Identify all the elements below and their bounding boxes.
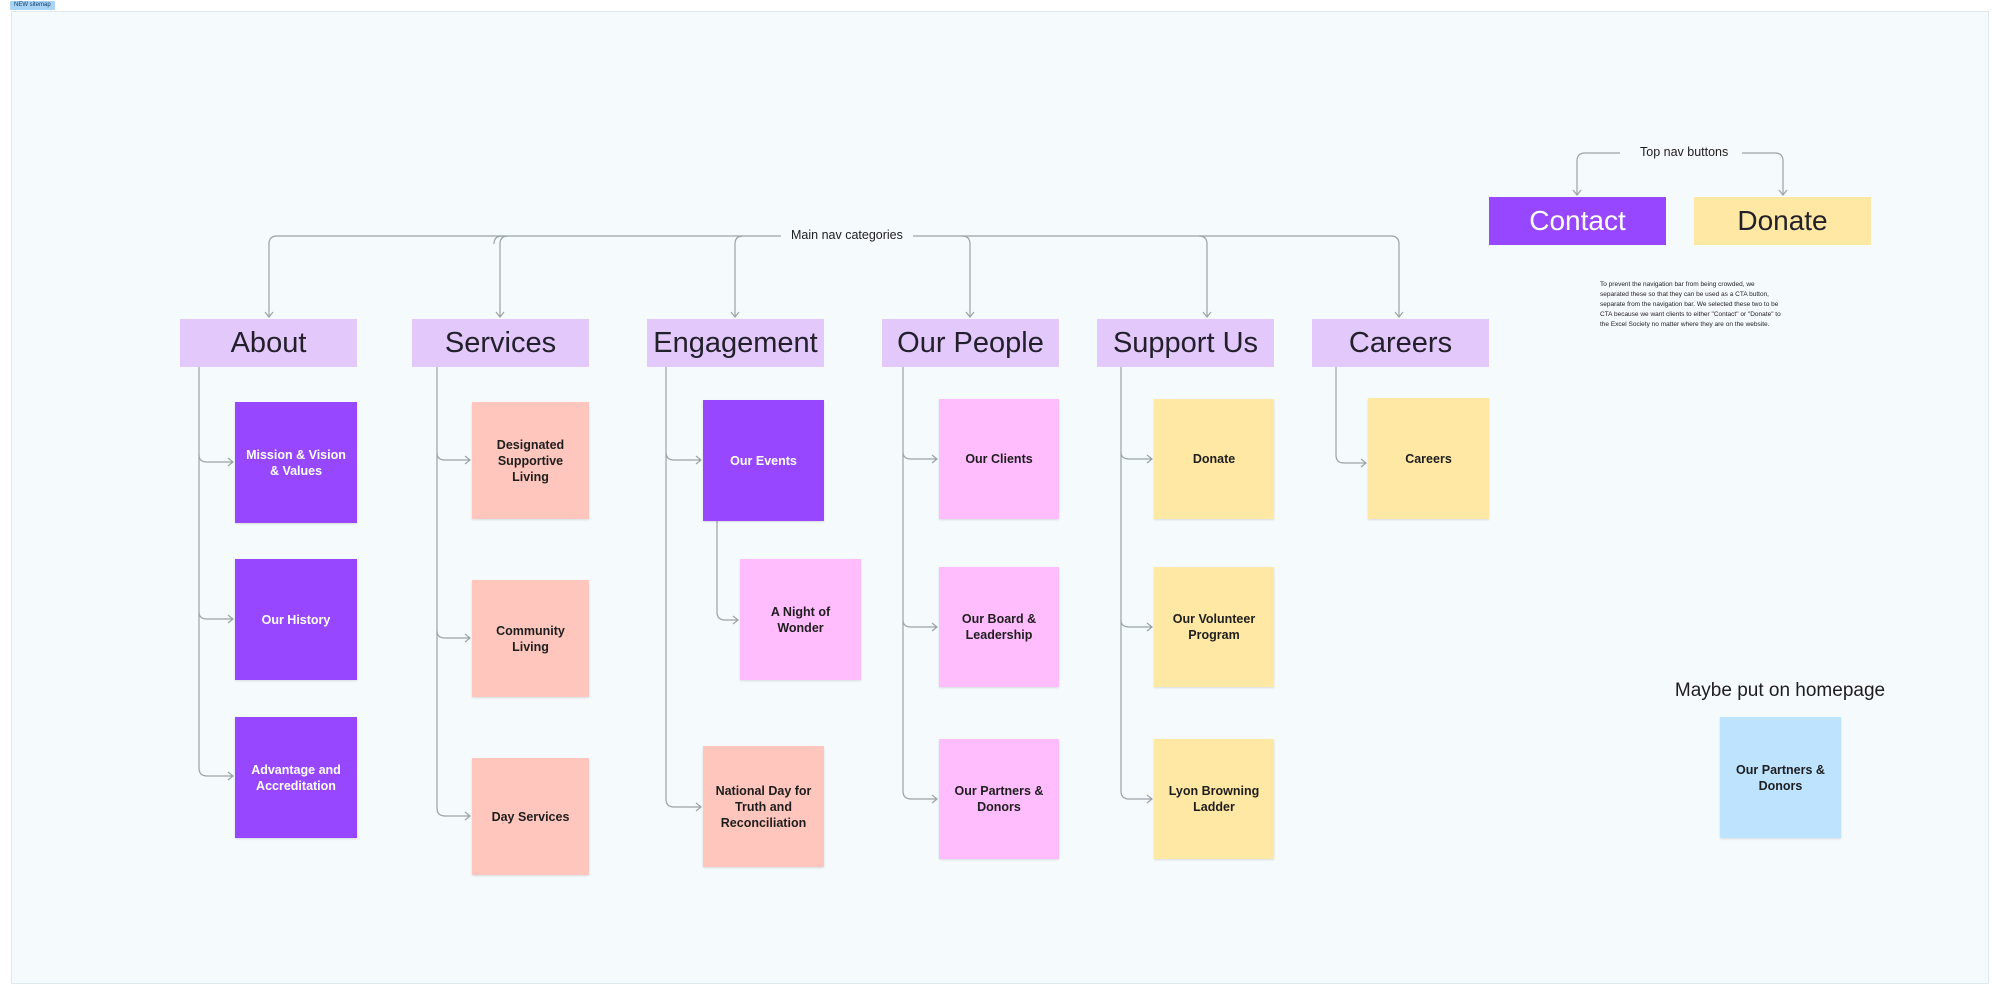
homepage-section-title: Maybe put on homepage — [1674, 680, 1886, 701]
top-nav-label: Top nav buttons — [1630, 145, 1739, 159]
sticky-homepage-partners-donors[interactable]: Our Partners & Donors — [1720, 717, 1841, 838]
cta-note: To prevent the navigation bar from being… — [1600, 281, 1781, 328]
category-our-people[interactable]: Our People — [882, 319, 1059, 367]
sticky-our-partners-donors[interactable]: Our Partners & Donors — [939, 739, 1059, 859]
sticky-community-living[interactable]: Community Living — [472, 580, 589, 697]
sticky-mission-vision-values[interactable]: Mission & Vision & Values — [235, 402, 357, 523]
sticky-donate[interactable]: Donate — [1154, 399, 1274, 519]
main-nav-drop-services — [493, 235, 509, 317]
sticky-a-night-of-wonder[interactable]: A Night of Wonder — [740, 559, 861, 680]
donate-cta-node[interactable]: Donate — [1694, 197, 1871, 245]
sticky-our-board-leadership[interactable]: Our Board & Leadership — [939, 567, 1059, 687]
sticky-careers[interactable]: Careers — [1368, 398, 1489, 519]
top-nav-bracket-left — [1576, 152, 1620, 195]
frame-tag[interactable]: NEW sitemap — [10, 1, 55, 10]
sticky-our-history[interactable]: Our History — [235, 559, 357, 680]
sticky-our-clients[interactable]: Our Clients — [939, 399, 1059, 519]
arrowhead — [1394, 311, 1404, 318]
contact-cta-node[interactable]: Contact — [1489, 197, 1666, 245]
sticky-day-services[interactable]: Day Services — [472, 758, 589, 875]
main-nav-drop-our-people — [961, 235, 971, 317]
category-about[interactable]: About — [180, 319, 357, 367]
sticky-designated-supportive-living[interactable]: Designated Supportive Living — [472, 402, 589, 519]
main-nav-drop-engagement — [734, 235, 744, 317]
sticky-advantage-accreditation[interactable]: Advantage and Accreditation — [235, 717, 357, 838]
arrowhead — [264, 311, 274, 318]
category-engagement[interactable]: Engagement — [647, 319, 824, 367]
category-support-us[interactable]: Support Us — [1097, 319, 1274, 367]
arrowhead — [495, 311, 505, 318]
main-nav-drop-support-us — [1198, 235, 1208, 317]
main-nav-bracket — [268, 235, 1400, 317]
sticky-our-volunteer-program[interactable]: Our Volunteer Program — [1154, 567, 1274, 687]
main-nav-label: Main nav categories — [781, 228, 913, 242]
arrowhead — [1202, 311, 1212, 318]
top-nav-bracket-right — [1742, 152, 1784, 195]
arrowhead — [1778, 189, 1788, 196]
sticky-national-day-truth-reconciliation[interactable]: National Day for Truth and Reconciliatio… — [703, 746, 824, 867]
sticky-our-events[interactable]: Our Events — [703, 400, 824, 521]
category-services[interactable]: Services — [412, 319, 589, 367]
arrowhead — [730, 311, 740, 318]
arrowhead — [1572, 189, 1582, 196]
category-careers[interactable]: Careers — [1312, 319, 1489, 367]
sticky-lyon-browning-ladder[interactable]: Lyon Browning Ladder — [1154, 739, 1274, 859]
arrowhead — [965, 311, 975, 318]
